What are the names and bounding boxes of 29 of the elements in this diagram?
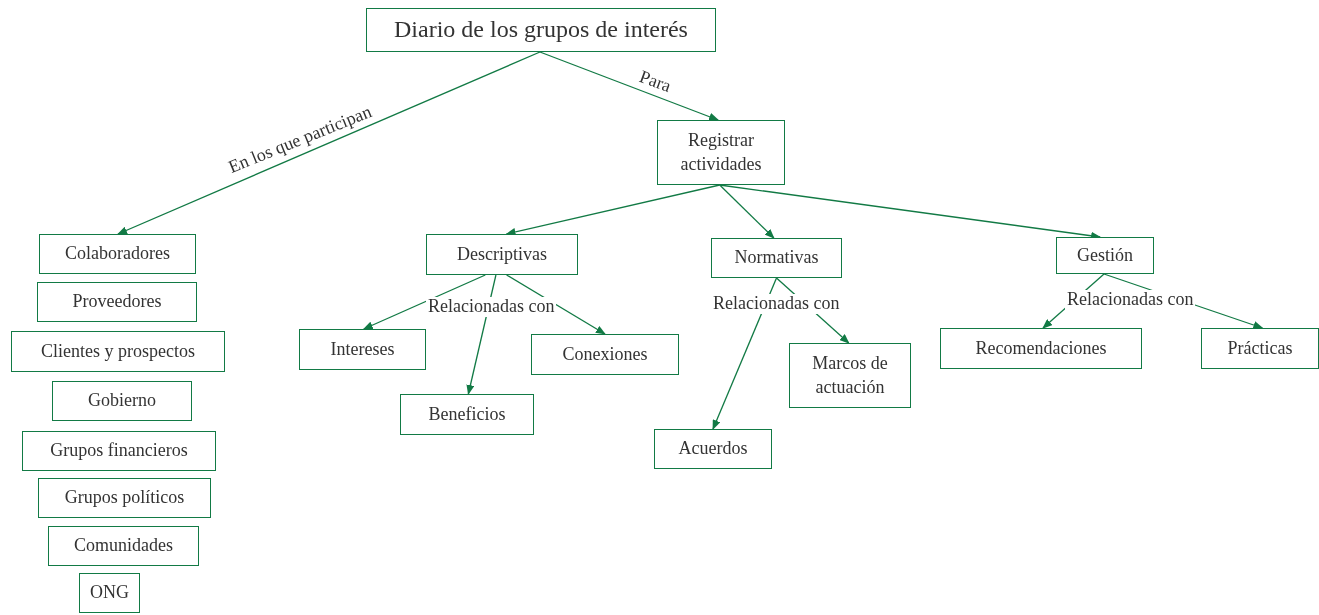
concept-box: Diario de los grupos de interés [366, 8, 716, 52]
concept-box: Grupos financieros [22, 431, 216, 471]
edge-label: Relacionadas con [1065, 290, 1196, 310]
concept-box: Comunidades [48, 526, 199, 566]
concept-box: Recomendaciones [940, 328, 1142, 369]
concept-box: Clientes y prospectos [11, 331, 225, 372]
arrow [117, 51, 541, 235]
concept-box: Descriptivas [426, 234, 578, 275]
concept-box: Intereses [299, 329, 426, 370]
arrow [539, 51, 719, 121]
concept-box: Normativas [711, 238, 842, 278]
arrow [362, 274, 486, 330]
edge-label: Relacionadas con [711, 294, 842, 314]
concept-box: Acuerdos [654, 429, 772, 469]
concept-box: ONG [79, 573, 140, 613]
edge-label: Relacionadas con [426, 297, 557, 317]
arrow [505, 274, 606, 335]
concept-box: Grupos políticos [38, 478, 211, 518]
concept-box: Gestión [1056, 237, 1154, 274]
concept-box: Prácticas [1201, 328, 1319, 369]
concept-box: Conexiones [531, 334, 679, 375]
concept-box: Marcos de actuación [789, 343, 911, 408]
concept-box: Gobierno [52, 381, 192, 421]
concept-box: Colaboradores [39, 234, 196, 274]
concept-box: Proveedores [37, 282, 197, 322]
arrow [505, 184, 721, 236]
concept-box: Registrar actividades [657, 120, 785, 185]
arrow [719, 184, 775, 239]
concept-box: Beneficios [400, 394, 534, 435]
